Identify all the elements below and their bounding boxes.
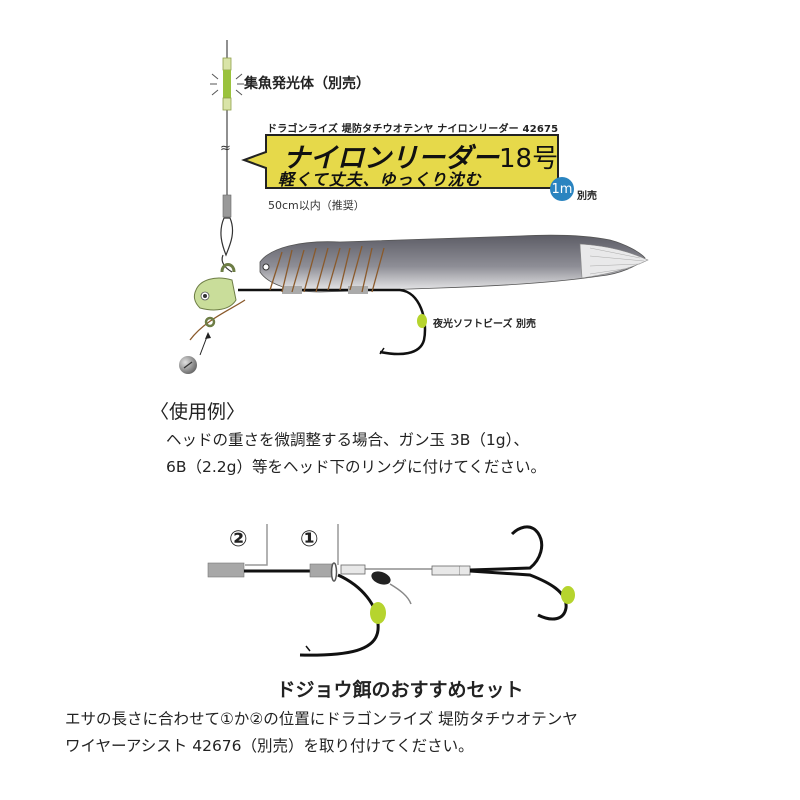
leader-product-caption: ドラゴンライズ 堤防タチウオテンヤ ナイロンリーダー 42675 xyxy=(267,124,559,135)
double-hook xyxy=(469,525,544,572)
sold-separately-label: 別売 xyxy=(577,191,597,202)
usage-line-2: 6B（2.2g）等をヘッド下のリングに付けてください。 xyxy=(166,458,547,476)
leader-size: 18号 xyxy=(499,144,559,174)
leader-title-text: ナイロンリーダー xyxy=(283,143,499,174)
single-hook xyxy=(299,573,380,657)
leader-banner xyxy=(241,134,559,189)
position-2-marker: ② xyxy=(229,527,248,552)
usage-title: 〈使用例〉 xyxy=(150,401,246,423)
usage-text: ヘッドの重さを微調整する場合、ガン玉 3B（1g）、 6B（2.2g）等をヘッド… xyxy=(166,427,546,481)
glow-body-label: 集魚発光体（別売） xyxy=(244,76,370,92)
position-1-marker: ① xyxy=(300,527,319,552)
glow-bead xyxy=(417,314,427,328)
svg-text:≈: ≈ xyxy=(220,141,231,156)
hook xyxy=(379,288,427,356)
glow-bead-label: 夜光ソフトビーズ 別売 xyxy=(433,319,536,330)
jig-head xyxy=(193,277,237,311)
leader-title: ナイロンリーダー18号 xyxy=(283,136,558,175)
recommended-set-text: エサの長さに合わせて①か②の位置にドラゴンライズ 堤防タチウオテンヤ ワイヤーア… xyxy=(65,706,578,760)
usage-line-1: ヘッドの重さを微調整する場合、ガン玉 3B（1g）、 xyxy=(166,431,529,449)
length-note: 50cm以内（推奨） xyxy=(268,199,365,212)
leader-subtitle: 軽くて丈夫、ゆっくり沈む xyxy=(278,170,482,189)
length-badge: 1m xyxy=(550,177,574,201)
set-line-2: ワイヤーアシスト 42676（別売）を取り付けてください。 xyxy=(65,737,474,755)
recommended-set-title: ドジョウ餌のおすすめセット xyxy=(276,679,524,701)
tenya-rig-illustration: ≈ xyxy=(179,40,649,374)
set-line-1: エサの長さに合わせて①か②の位置にドラゴンライズ 堤防タチウオテンヤ xyxy=(65,710,578,728)
